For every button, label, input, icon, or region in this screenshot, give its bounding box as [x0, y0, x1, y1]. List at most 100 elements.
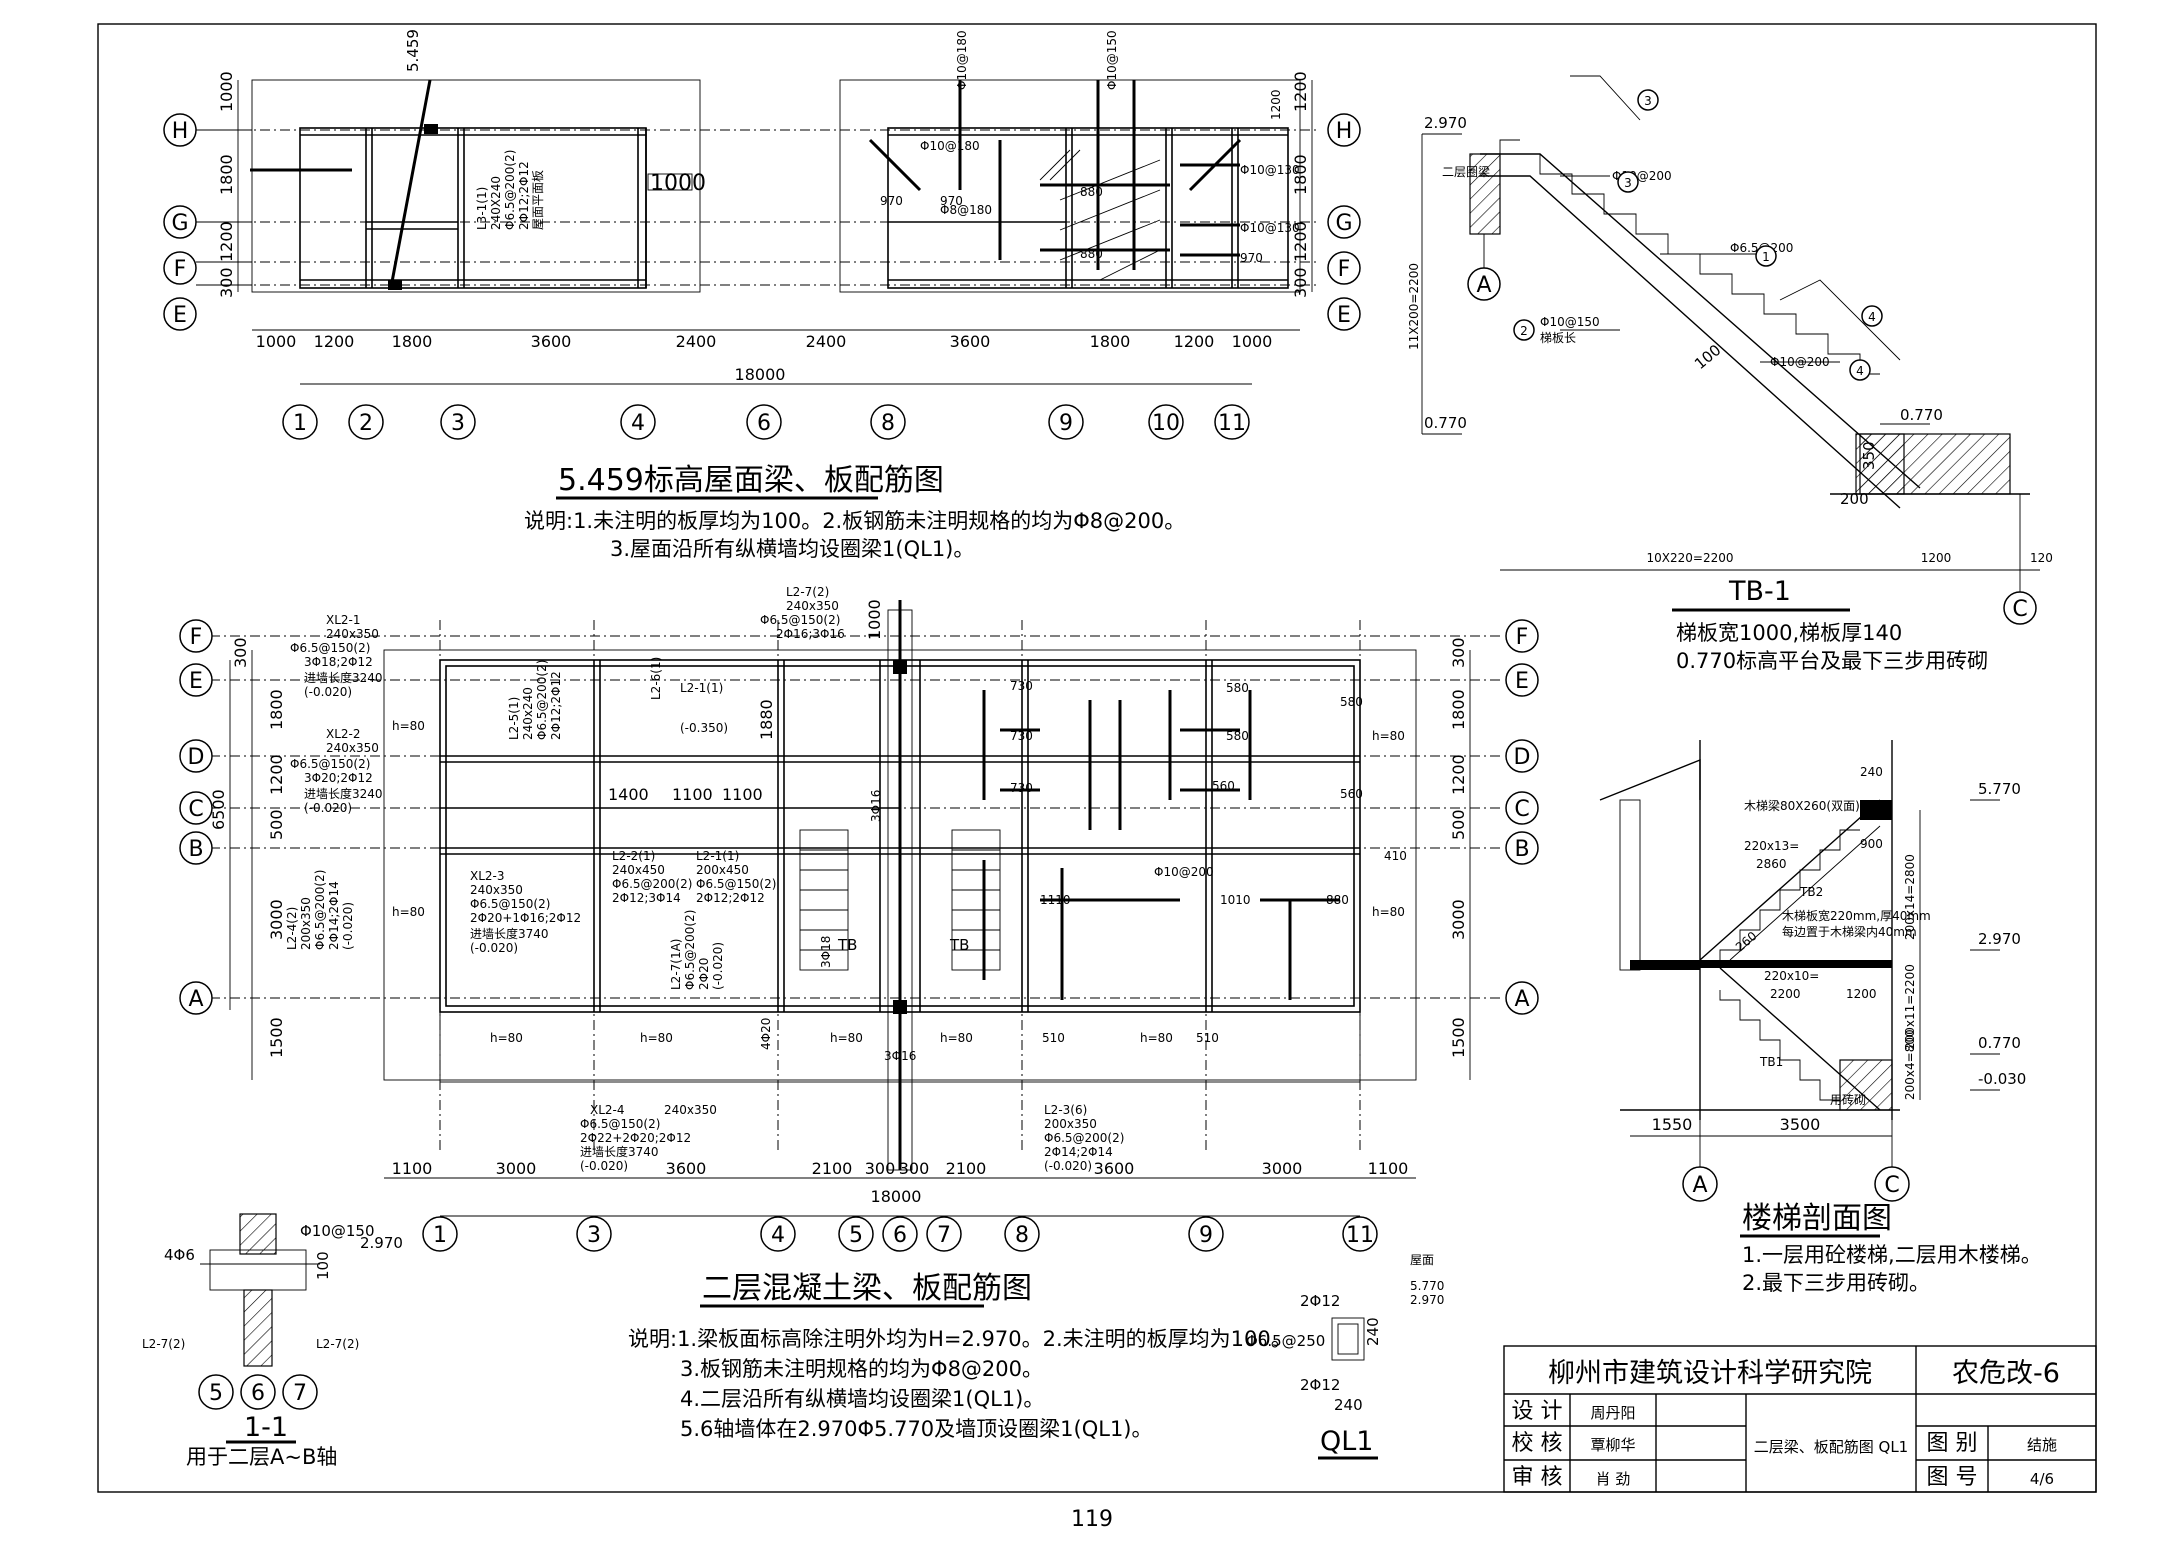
svg-text:500: 500	[267, 809, 286, 840]
dim-label: 120	[2030, 551, 2053, 565]
svg-text:3600: 3600	[666, 1159, 707, 1178]
svg-text:300: 300	[217, 267, 236, 298]
svg-text:屋面平面板: 屋面平面板	[531, 170, 545, 230]
svg-text:1800: 1800	[1090, 332, 1131, 351]
elev-label: 屋面	[1410, 1253, 1434, 1267]
stair-detail-tb1: 2.970 0.770 11X200=2200 二层圈梁 10X220=2200…	[1407, 75, 2053, 673]
stair-label: TB2	[1799, 885, 1823, 899]
roof-dim: 970	[1240, 251, 1263, 265]
elev-label: 2.970	[1410, 1293, 1444, 1307]
svg-text:2Φ12;2Φ12: 2Φ12;2Φ12	[517, 161, 531, 230]
rebar-label: 4Φ20	[759, 1018, 773, 1050]
svg-text:4: 4	[1868, 310, 1876, 324]
beam-label: 2Φ14;2Φ14	[327, 881, 341, 950]
roof-note-2: 3.屋面沿所有纵横墙均设圈梁1(QL1)。	[610, 537, 974, 561]
beam-label: Φ6.5@150(2)	[696, 877, 776, 891]
person-name: 周丹阳	[1590, 1404, 1635, 1422]
stair-label: 2860	[1756, 857, 1787, 871]
role-label: 设 计	[1512, 1399, 1563, 1424]
svg-text:(-0.020): (-0.020)	[580, 1159, 628, 1173]
svg-text:8: 8	[881, 411, 895, 436]
page-number: 119	[1071, 1507, 1113, 1532]
svg-text:L2-3(6): L2-3(6)	[1044, 1103, 1087, 1117]
elev-label: 0.770	[1424, 414, 1467, 432]
svg-text:L3-1(1): L3-1(1)	[475, 187, 489, 230]
dim-label: 11X200=2200	[1407, 263, 1421, 350]
roof-col-axes: 1 2 3 4 6 8 9 10 11	[282, 404, 1250, 440]
svg-text:C: C	[1514, 797, 1529, 822]
beam-label: L2-5(1)	[507, 697, 521, 740]
svg-text:E: E	[189, 669, 203, 694]
beam-label: (-0.350)	[680, 721, 728, 735]
stair-label: 用砖砌	[1830, 1092, 1866, 1107]
svg-text:Φ6.5@150(2): Φ6.5@150(2)	[470, 897, 550, 911]
svg-text:C: C	[188, 797, 203, 822]
svg-text:F: F	[1338, 257, 1351, 282]
dim-label: 100	[314, 1251, 332, 1280]
beam-label: 2Φ12;2Φ12	[549, 671, 563, 740]
beam-label: L2-7(1A)	[669, 939, 683, 991]
roof-rebar: Φ10@180	[955, 30, 969, 90]
roof-dim: 880	[1080, 247, 1103, 261]
axis-c: C	[2012, 597, 2027, 622]
dim-label: 580	[1340, 695, 1363, 709]
svg-text:Φ6.5@150(2): Φ6.5@150(2)	[290, 757, 370, 771]
dim-label: 240	[1364, 1317, 1382, 1346]
tb1-title: TB-1	[1728, 576, 1791, 607]
dim-label: 580	[1226, 729, 1249, 743]
rebar-label: 2Φ12	[1300, 1292, 1340, 1310]
svg-text:240X240: 240X240	[489, 176, 503, 230]
svg-text:2Φ22+2Φ20;2Φ12: 2Φ22+2Φ20;2Φ12	[580, 1131, 691, 1145]
roof-dim-chain: 1000 1200 1800 3600 2400 2400 3600 1800 …	[252, 329, 1300, 385]
svg-text:2100: 2100	[812, 1159, 853, 1178]
svg-text:6: 6	[251, 1381, 265, 1406]
dim-label: 1400	[608, 785, 649, 804]
svg-text:300: 300	[231, 637, 250, 668]
svg-text:进墙长度3240: 进墙长度3240	[304, 786, 383, 801]
svg-text:1000: 1000	[1232, 332, 1273, 351]
institute-name: 柳州市建筑设计科学研究院	[1548, 1358, 1872, 1389]
section-title: 1-1	[244, 1412, 288, 1443]
svg-text:11: 11	[1218, 411, 1246, 436]
dim-label: 560	[1340, 787, 1363, 801]
svg-text:(-0.020): (-0.020)	[470, 941, 518, 955]
svg-text:1200: 1200	[217, 221, 236, 262]
svg-text:3600: 3600	[531, 332, 572, 351]
stair-label: 木梯梁80X260(双面)	[1744, 798, 1860, 813]
beam-label: 2Φ12;2Φ12	[696, 891, 765, 905]
svg-text:进墙长度3240: 进墙长度3240	[304, 670, 383, 685]
slab-thickness: h=80	[392, 719, 425, 733]
rebar-label: Φ10@150	[300, 1222, 375, 1240]
svg-text:1200: 1200	[267, 754, 286, 795]
axis-a: A	[1476, 273, 1491, 298]
dim-label: 730	[1010, 729, 1033, 743]
dim-label: 510	[1042, 1031, 1065, 1045]
svg-text:240x350: 240x350	[326, 741, 379, 755]
svg-text:1500: 1500	[267, 1017, 286, 1058]
dim-label: 200	[1840, 490, 1869, 508]
svg-text:2: 2	[1520, 324, 1528, 338]
svg-text:Φ6.5@200(2): Φ6.5@200(2)	[1044, 1131, 1124, 1145]
person-name: 覃柳华	[1590, 1436, 1635, 1454]
beam-label: L2-7(2)	[142, 1337, 185, 1351]
stair-section-title: 楼梯剖面图	[1742, 1201, 1892, 1236]
stair-label: 每边置于木梯梁内40mm	[1782, 924, 1917, 939]
rebar-label: 2Φ12	[1300, 1376, 1340, 1394]
roof-plan-title: 5.459标高屋面梁、板配筋图	[558, 463, 944, 498]
stair-section-note-2: 2.最下三步用砖砌。	[1742, 1271, 1930, 1295]
beam-label: Φ6.5@200(2)	[313, 870, 327, 950]
slab-thickness: h=80	[1372, 905, 1405, 919]
stair-label: 260	[1733, 929, 1760, 954]
stair-tag: TB	[949, 936, 969, 954]
svg-text:F: F	[190, 625, 203, 650]
slab-thickness: h=80	[640, 1031, 673, 1045]
svg-text:3000: 3000	[267, 899, 286, 940]
elev-label: 2.970	[1978, 930, 2021, 948]
svg-text:240x350: 240x350	[786, 599, 839, 613]
stair-label: 240	[1860, 765, 1883, 779]
svg-text:300: 300	[865, 1159, 896, 1178]
roof-row-axes: H G F E H G F E	[163, 113, 1361, 331]
svg-text:200x350: 200x350	[1044, 1117, 1097, 1131]
roof-dim: 1200	[1269, 89, 1283, 120]
